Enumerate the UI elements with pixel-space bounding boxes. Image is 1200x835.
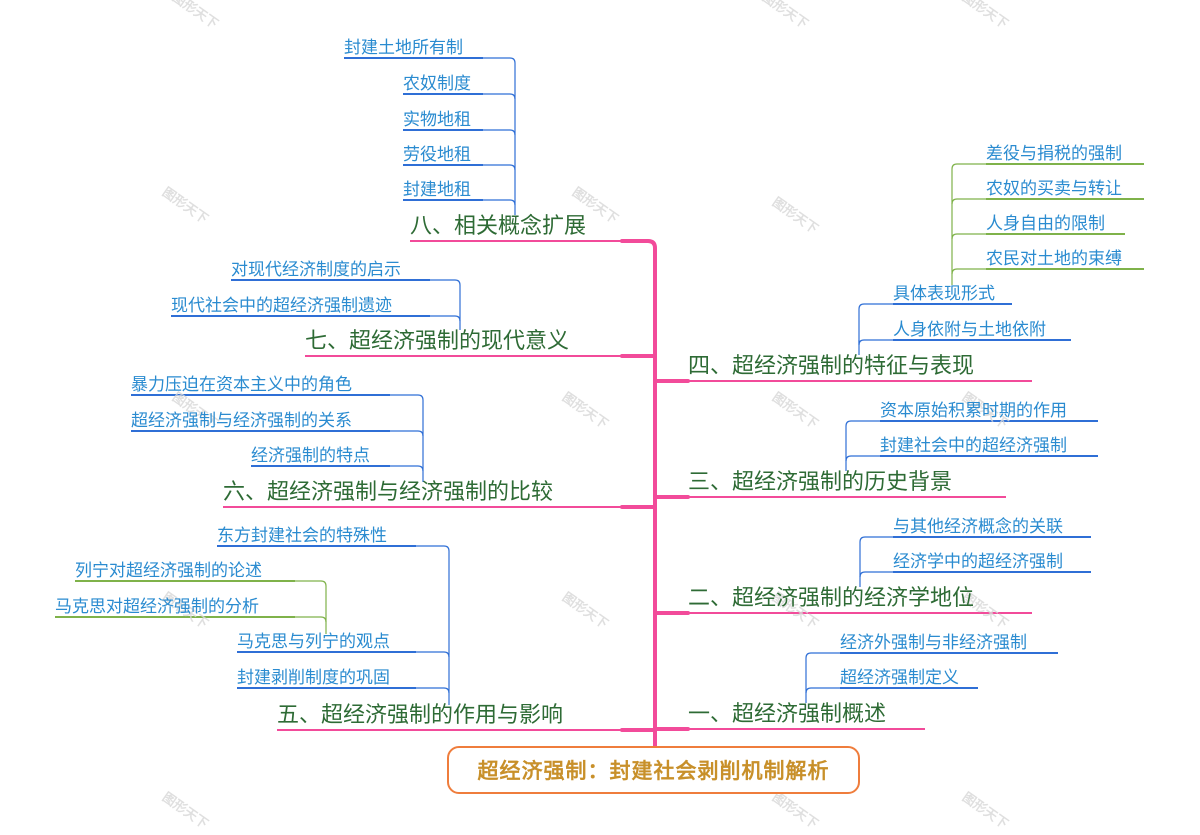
leaf-node[interactable]: 东方封建社会的特殊性 (217, 526, 387, 546)
leaf-node[interactable]: 具体表现形式 (893, 284, 995, 304)
leaf-node[interactable]: 封建剥削制度的巩固 (237, 668, 390, 688)
leaf-node[interactable]: 农奴制度 (403, 74, 471, 94)
leaf-node[interactable]: 实物地租 (403, 110, 471, 130)
leaf-node[interactable]: 人身自由的限制 (986, 214, 1105, 234)
leaf-node[interactable]: 马克思与列宁的观点 (237, 632, 390, 652)
branch-node-3[interactable]: 三、超经济强制的历史背景 (688, 470, 953, 495)
leaf-node[interactable]: 劳役地租 (403, 145, 471, 165)
branch-node-5[interactable]: 五、超经济强制的作用与影响 (277, 703, 564, 728)
root-node[interactable]: 超经济强制：封建社会剥削机制解析 (447, 746, 860, 794)
leaf-node[interactable]: 暴力压迫在资本主义中的角色 (131, 375, 352, 395)
branch-node-7[interactable]: 七、超经济强制的现代意义 (305, 329, 570, 354)
leaf-node[interactable]: 现代社会中的超经济强制遗迹 (171, 296, 392, 316)
leaf-node[interactable]: 经济强制的特点 (251, 446, 370, 466)
leaf-node[interactable]: 封建地租 (403, 180, 471, 200)
leaf-node[interactable]: 农民对土地的束缚 (986, 249, 1122, 269)
leaf-node[interactable]: 经济学中的超经济强制 (893, 552, 1063, 572)
leaf-node[interactable]: 资本原始积累时期的作用 (880, 401, 1067, 421)
leaf-node[interactable]: 封建土地所有制 (344, 38, 463, 58)
leaf-node[interactable]: 对现代经济制度的启示 (231, 260, 401, 280)
leaf-node[interactable]: 农奴的买卖与转让 (986, 179, 1122, 199)
leaf-node[interactable]: 列宁对超经济强制的论述 (75, 561, 262, 581)
leaf-node[interactable]: 马克思对超经济强制的分析 (55, 597, 259, 617)
leaf-node[interactable]: 封建社会中的超经济强制 (880, 436, 1067, 456)
root-title: 超经济强制：封建社会剥削机制解析 (477, 759, 830, 783)
branch-node-2[interactable]: 二、超经济强制的经济学地位 (688, 586, 975, 611)
branch-node-8[interactable]: 八、相关概念扩展 (410, 214, 587, 239)
leaf-node[interactable]: 经济外强制与非经济强制 (840, 633, 1027, 653)
leaf-node[interactable]: 差役与捐税的强制 (986, 144, 1122, 164)
branch-node-4[interactable]: 四、超经济强制的特征与表现 (688, 354, 975, 379)
leaf-node[interactable]: 超经济强制与经济强制的关系 (131, 411, 352, 431)
branch-node-1[interactable]: 一、超经济强制概述 (688, 702, 887, 727)
leaf-node[interactable]: 超经济强制定义 (840, 668, 959, 688)
branch-node-6[interactable]: 六、超经济强制与经济强制的比较 (223, 480, 554, 505)
leaf-node[interactable]: 与其他经济概念的关联 (893, 517, 1063, 537)
leaf-node[interactable]: 人身依附与土地依附 (893, 320, 1046, 340)
